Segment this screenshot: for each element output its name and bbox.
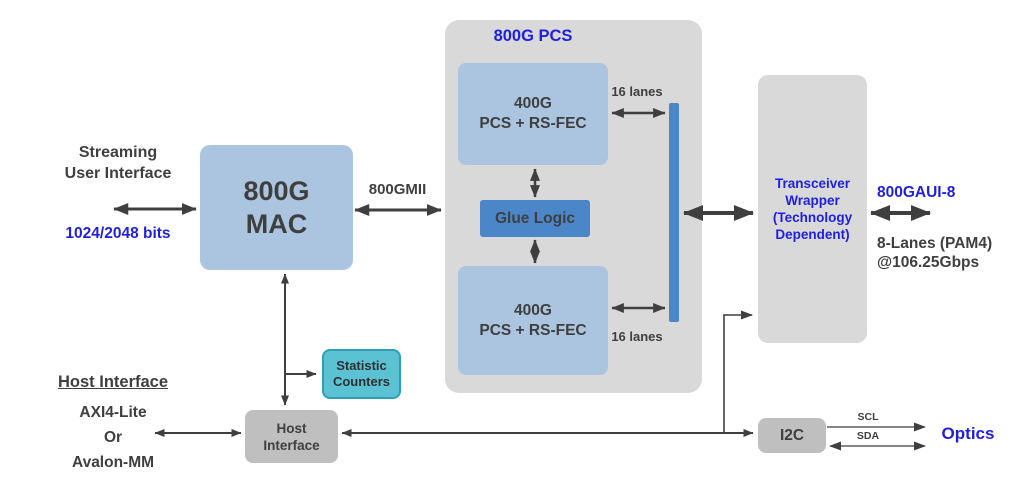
bus-width-label: 1024/2048 bits <box>65 225 171 242</box>
pcs-bottom-label-line1: 400G <box>514 301 552 319</box>
host-option-or: Or <box>103 429 123 446</box>
transceiver-wrapper-block: Transceiver Wrapper (Technology Dependen… <box>758 75 867 343</box>
mac-label-line2: MAC <box>245 208 308 239</box>
host-interface-heading: Host Interface <box>57 373 169 391</box>
host-interface-options: AXI4-Lite Or Avalon-MM <box>18 400 208 475</box>
wrapper-label-line2: Wrapper <box>785 193 840 208</box>
streaming-label-line2: User Interface <box>64 165 172 182</box>
host-block-label-line1: Host <box>276 420 307 436</box>
pam4-detail-line1: 8-Lanes (PAM4) <box>877 235 993 252</box>
statistic-counters-block: Statistic Counters <box>322 349 401 399</box>
host-option-axi4-lite: AXI4-Lite <box>79 404 147 421</box>
stat-label-line1: Statistic <box>336 358 387 373</box>
host-interface-block: Host Interface <box>245 410 338 463</box>
pcs-top-label-line1: 400G <box>514 95 552 112</box>
lanes-bottom-label: 16 lanes <box>611 329 663 344</box>
glue-logic-label: Glue Logic <box>494 209 576 227</box>
streaming-user-interface-label: Streaming User Interface <box>28 142 208 184</box>
mac-label-line1: 800G <box>243 175 310 206</box>
pcs-bottom-block: 400G PCS + RS-FEC <box>458 266 608 375</box>
lanes-top-label: 16 lanes <box>611 84 663 99</box>
pcs-top-block: 400G PCS + RS-FEC <box>458 63 608 165</box>
host-option-avalon-mm: Avalon-MM <box>71 454 155 471</box>
wrapper-label-line4: Dependent) <box>775 227 850 242</box>
wrapper-label-line1: Transceiver <box>774 176 851 191</box>
stat-label-line2: Counters <box>332 374 391 389</box>
gaui-label: 800GAUI-8 <box>877 184 956 201</box>
glue-logic-block: Glue Logic <box>480 200 590 237</box>
host-block-label-line2: Interface <box>263 437 320 453</box>
pcs-top-label-line2: PCS + RS-FEC <box>479 115 587 132</box>
pam4-detail-label: 8-Lanes (PAM4) @106.25Gbps <box>877 234 1017 272</box>
pcs-lane-mux-bar <box>669 103 679 322</box>
pam4-detail-line2: @106.25Gbps <box>877 254 980 271</box>
gmii-label: 800GMII <box>368 181 427 198</box>
i2c-label: I2C <box>779 426 805 444</box>
pcs-title: 800G PCS <box>493 27 573 45</box>
streaming-label-line1: Streaming <box>78 144 158 161</box>
mac-block: 800G MAC <box>200 145 353 270</box>
wrapper-label-line3: (Technology <box>772 210 853 225</box>
scl-label: SCL <box>857 411 879 423</box>
pcs-bottom-label-line2: PCS + RS-FEC <box>479 321 587 339</box>
host-wrapper-branch-arrow <box>723 310 753 432</box>
optics-label: Optics <box>941 424 995 443</box>
sda-label: SDA <box>856 430 880 442</box>
i2c-block: I2C <box>758 418 826 453</box>
